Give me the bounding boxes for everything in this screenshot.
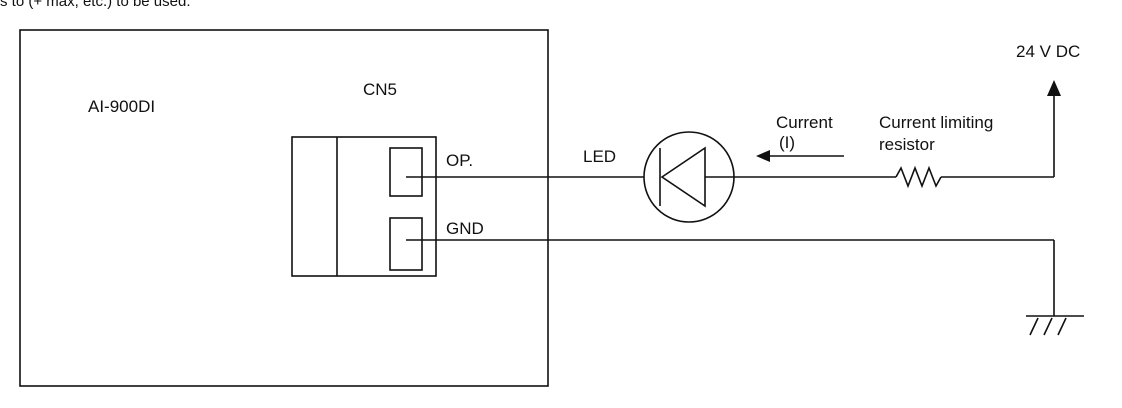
resistor-label-line2: resistor [879,135,935,154]
current-label-line1: Current [776,113,833,132]
supply-arrow-head [1047,80,1061,96]
resistor-symbol [895,165,942,189]
resistor-label-line1: Current limiting [879,113,993,132]
connector-block [291,136,437,277]
pin-gnd-label: GND [446,219,484,238]
current-label-line2: (I) [779,133,795,152]
connector-label: CN5 [363,80,397,99]
pin-op [389,147,423,197]
header-fragment: s to (+ max, etc.) to be used. [0,0,191,10]
pin-op-label: OP. [446,151,473,170]
current-arrow [756,150,844,162]
supply-label: 24 V DC [1016,42,1080,61]
ground-symbol [1026,315,1084,336]
board-outline [19,29,549,387]
pin-gnd [389,217,423,271]
led-label: LED [583,147,616,166]
board-name: AI-900DI [88,97,155,116]
